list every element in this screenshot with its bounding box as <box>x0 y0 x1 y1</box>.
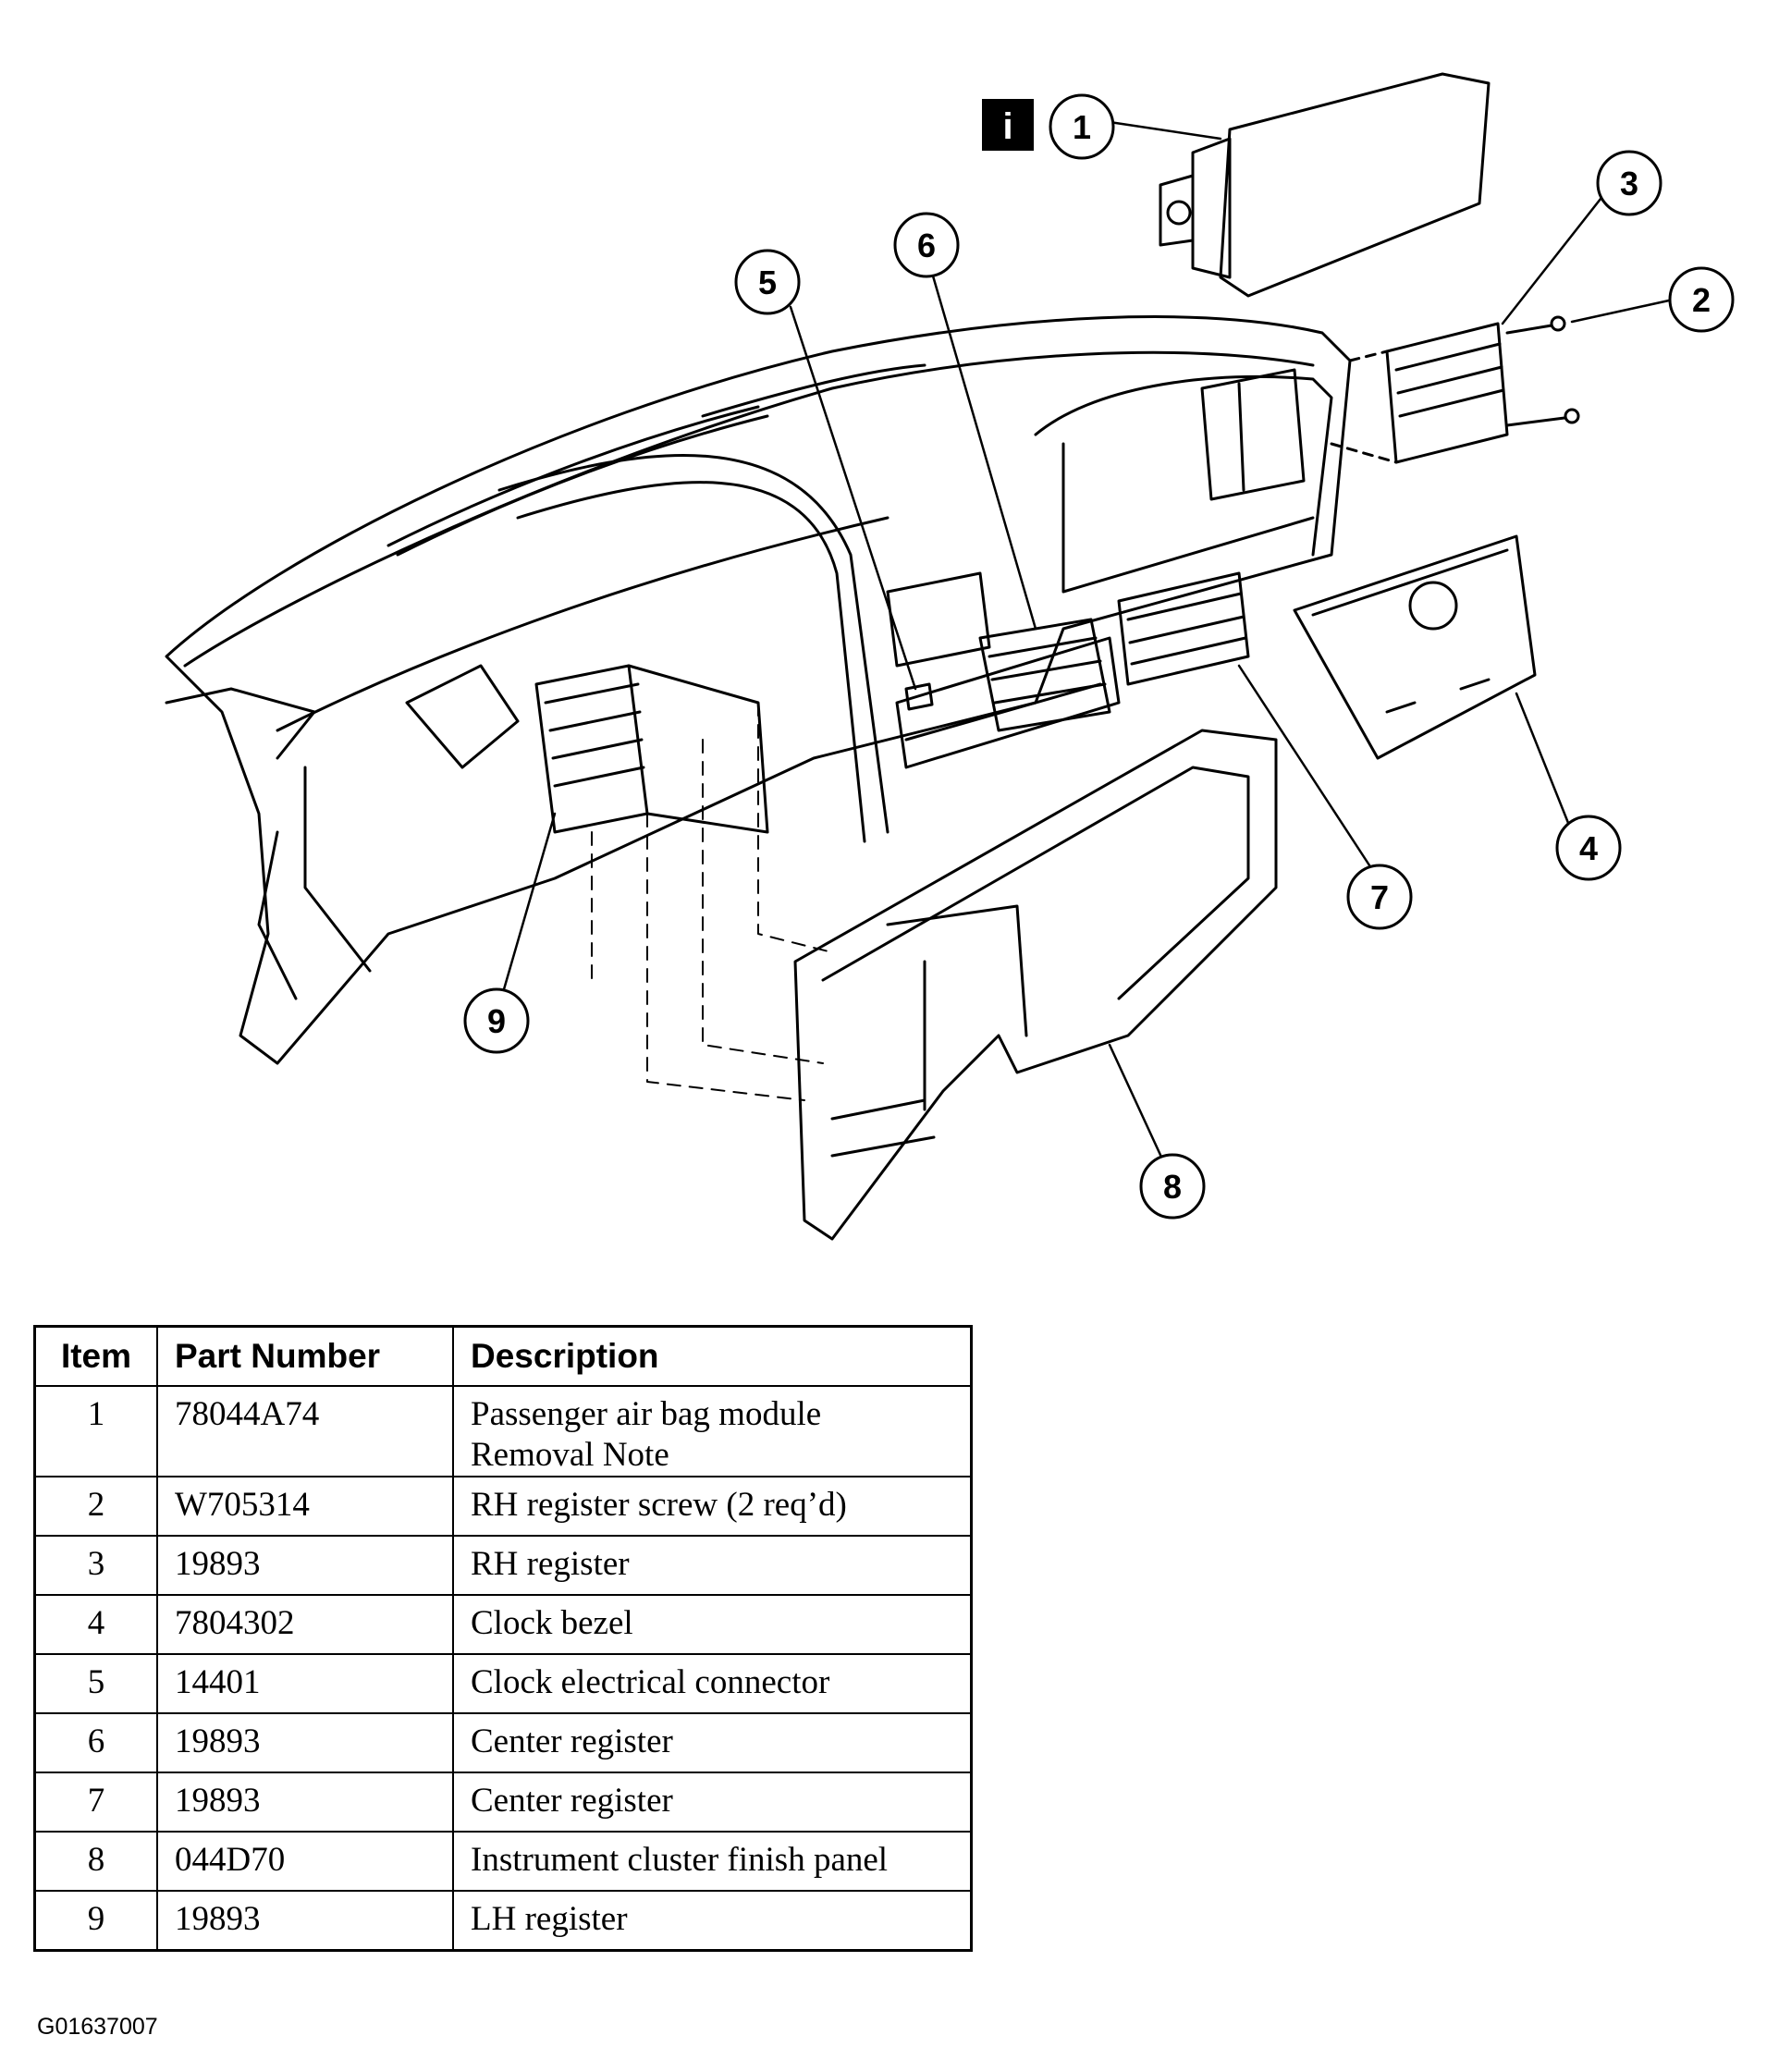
row-part-number: 14401 <box>156 1653 454 1714</box>
row-part-number: 19893 <box>156 1535 454 1596</box>
svg-text:4: 4 <box>1579 829 1598 867</box>
svg-text:1: 1 <box>1073 108 1091 146</box>
row-description: LH register <box>452 1890 973 1952</box>
row-item: 1 <box>33 1385 158 1477</box>
row-item: 2 <box>33 1476 158 1537</box>
description-line: Passenger air bag module <box>471 1395 822 1433</box>
row-item: 6 <box>33 1712 158 1773</box>
header-item: Item <box>33 1325 158 1387</box>
svg-text:2: 2 <box>1692 281 1711 319</box>
row-part-number: 19893 <box>156 1772 454 1833</box>
svg-text:3: 3 <box>1620 165 1638 202</box>
table-row: 9 19893 LH register <box>33 1890 973 1952</box>
callout-9: 9 <box>463 987 530 1054</box>
rh-register-drawing <box>1330 322 1509 464</box>
table-row: 7 19893 Center register <box>33 1772 973 1833</box>
header-description: Description <box>452 1325 973 1387</box>
assembly-guide-lines <box>591 702 833 1101</box>
row-part-number: 7804302 <box>156 1594 454 1655</box>
center-register-7-drawing <box>1117 571 1250 686</box>
air-bag-module-drawing <box>1159 72 1491 298</box>
clock-bezel-drawing <box>1293 534 1537 760</box>
parts-table: Item Part Number Description 1 78044A74 … <box>33 1325 973 1952</box>
table-row: 3 19893 RH register <box>33 1535 973 1596</box>
callout-2: 2 <box>1668 266 1735 333</box>
row-part-number: 78044A74 <box>156 1385 454 1477</box>
row-description: Instrument cluster finish panel <box>452 1831 973 1892</box>
row-item: 4 <box>33 1594 158 1655</box>
row-description: RH register <box>452 1535 973 1596</box>
description-line: Removal Note <box>471 1436 669 1474</box>
svg-text:5: 5 <box>758 264 777 301</box>
exploded-dashboard-illustration: i 1 2 3 4 5 6 7 8 9 <box>165 72 1735 1241</box>
table-row: 1 78044A74 Passenger air bag module Remo… <box>33 1385 973 1477</box>
row-description: Passenger air bag module Removal Note <box>452 1385 973 1477</box>
row-item: 5 <box>33 1653 158 1714</box>
callout-7: 7 <box>1346 864 1413 930</box>
svg-text:9: 9 <box>487 1002 506 1040</box>
row-description: Clock electrical connector <box>452 1653 973 1714</box>
table-row: 6 19893 Center register <box>33 1712 973 1773</box>
center-register-6-drawing <box>978 618 1111 732</box>
row-description: Center register <box>452 1712 973 1773</box>
row-part-number: 044D70 <box>156 1831 454 1892</box>
svg-text:8: 8 <box>1163 1168 1182 1206</box>
header-part-number: Part Number <box>156 1325 454 1387</box>
svg-text:7: 7 <box>1370 878 1389 916</box>
row-description: Clock bezel <box>452 1594 973 1655</box>
svg-text:6: 6 <box>917 227 936 264</box>
callout-1: 1 <box>1049 93 1115 160</box>
row-part-number: 19893 <box>156 1712 454 1773</box>
callout-8: 8 <box>1139 1153 1206 1220</box>
clock-connector-drawing <box>904 682 934 711</box>
table-header-row: Item Part Number Description <box>33 1325 973 1387</box>
row-item: 3 <box>33 1535 158 1596</box>
callout-6: 6 <box>893 212 960 278</box>
row-part-number: W705314 <box>156 1476 454 1537</box>
table-row: 4 7804302 Clock bezel <box>33 1594 973 1655</box>
cluster-finish-panel-drawing <box>793 729 1278 1241</box>
callout-4: 4 <box>1555 815 1622 881</box>
lh-register-drawing <box>534 664 769 834</box>
row-item: 8 <box>33 1831 158 1892</box>
svg-text:i: i <box>1002 106 1012 147</box>
row-description: Center register <box>452 1772 973 1833</box>
row-item: 9 <box>33 1890 158 1952</box>
instrument-panel-drawing <box>165 315 1352 1065</box>
callout-leader-lines <box>502 120 1671 1167</box>
figure-id-label: G01637007 <box>37 2014 158 2040</box>
table-row: 8 044D70 Instrument cluster finish panel <box>33 1831 973 1892</box>
row-part-number: 19893 <box>156 1890 454 1952</box>
callout-5: 5 <box>734 249 801 315</box>
row-item: 7 <box>33 1772 158 1833</box>
row-description: RH register screw (2 req’d) <box>452 1476 973 1537</box>
register-screw-drawing <box>1505 315 1580 427</box>
callout-3: 3 <box>1596 150 1662 216</box>
table-row: 5 14401 Clock electrical connector <box>33 1653 973 1714</box>
table-row: 2 W705314 RH register screw (2 req’d) <box>33 1476 973 1537</box>
info-icon: i <box>982 99 1034 151</box>
